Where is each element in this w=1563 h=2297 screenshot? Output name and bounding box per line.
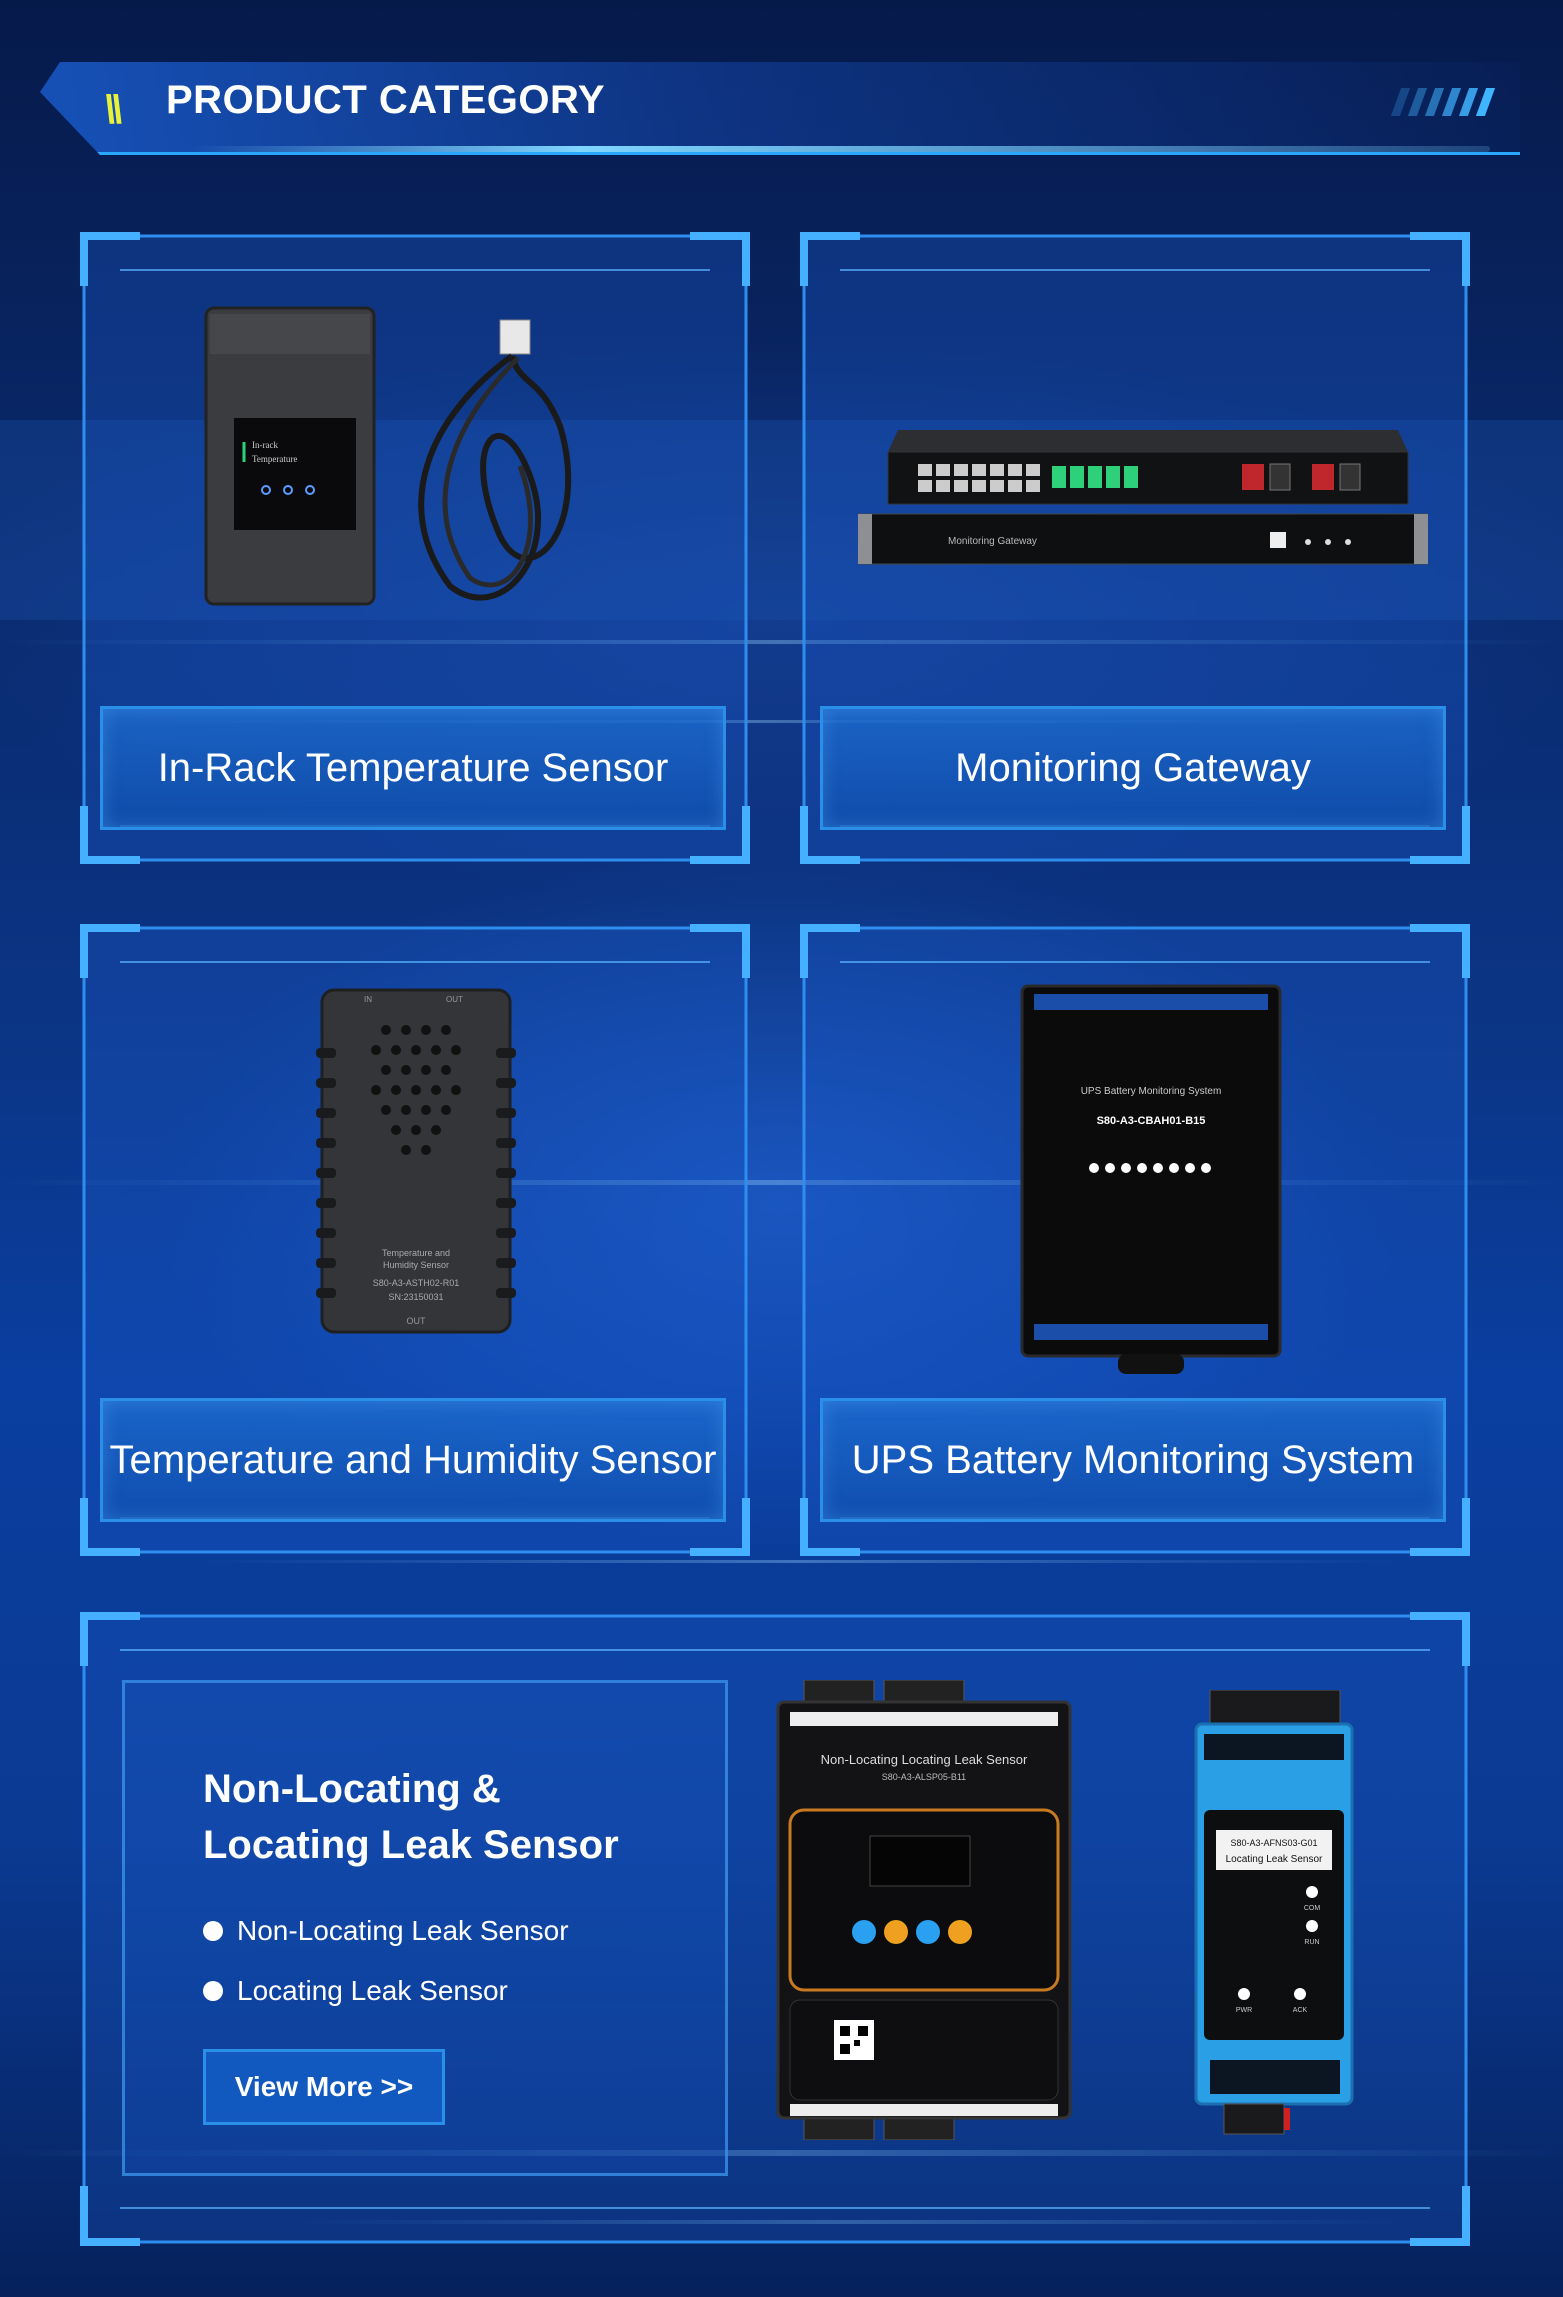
bullet-icon [203, 1981, 223, 2001]
device-text: In-rack [252, 440, 278, 450]
view-more-button[interactable]: View More >> [203, 2049, 445, 2125]
product-card-leak-sensor[interactable]: Non-Locating & Locating Leak Sensor Non-… [80, 1606, 1470, 2246]
list-item: Non-Locating Leak Sensor [203, 1915, 569, 1947]
device-text: Monitoring Gateway [948, 536, 1037, 547]
ups-battery-monitoring-system-image: UPS Battery Monitoring System S80-A3-CBA… [1020, 984, 1282, 1374]
device-text: PWR [1236, 2007, 1252, 2014]
double-slash-icon: \\ [104, 88, 122, 132]
product-card-ups-battery-monitoring-system[interactable]: UPS Battery Monitoring System S80-A3-CBA… [800, 918, 1470, 1556]
device-text: IN [364, 995, 372, 1004]
device-text: RUN [1304, 1939, 1319, 1946]
device-text: OUT [407, 1316, 427, 1326]
leak-info-panel: Non-Locating & Locating Leak Sensor Non-… [122, 1680, 728, 2176]
list-item-label: Locating Leak Sensor [237, 1975, 508, 2006]
stripes-decoration-icon [1390, 88, 1496, 116]
device-text: S80-A3-ALSP05-B11 [882, 1772, 966, 1782]
device-text: S80-A3-AFNS03-G01 [1230, 1838, 1317, 1848]
leak-title-line1: Non-Locating & [203, 1767, 501, 1811]
bullet-icon [203, 1921, 223, 1941]
product-card-monitoring-gateway[interactable]: Monitoring Gateway Monitoring Gateway [800, 226, 1470, 864]
device-text: S80-A3-ASTH02-R01 [373, 1278, 460, 1288]
list-item: Locating Leak Sensor [203, 1975, 508, 2007]
product-card-in-rack-temperature-sensor[interactable]: In-rack Temperature In-Rack Temperature … [80, 226, 750, 864]
device-text: Temperature and [382, 1248, 450, 1258]
device-text: UPS Battery Monitoring System [1081, 1086, 1222, 1097]
product-card-temperature-humidity-sensor[interactable]: IN OUT Temperature and Humidity Sensor S… [80, 918, 750, 1556]
product-card-label: In-Rack Temperature Sensor [100, 706, 726, 830]
header-glow-line [190, 146, 1490, 152]
monitoring-gateway-image: Monitoring Gateway [858, 430, 1428, 565]
list-item-label: Non-Locating Leak Sensor [237, 1915, 569, 1946]
product-card-label: Monitoring Gateway [820, 706, 1446, 830]
product-card-label: Temperature and Humidity Sensor [100, 1398, 726, 1522]
section-header: \\ PRODUCT CATEGORY [40, 62, 1520, 155]
page-title: PRODUCT CATEGORY [166, 78, 606, 122]
device-text: Humidity Sensor [383, 1260, 449, 1270]
non-locating-leak-sensor-image: Non-Locating Locating Leak Sensor S80-A3… [776, 1680, 1072, 2140]
leak-title-line2: Locating Leak Sensor [203, 1823, 619, 1867]
header-bar [40, 62, 1520, 155]
leak-title: Non-Locating & Locating Leak Sensor [203, 1761, 619, 1873]
in-rack-temperature-sensor-image: In-rack Temperature [204, 306, 572, 606]
temperature-humidity-sensor-image: IN OUT Temperature and Humidity Sensor S… [316, 988, 516, 1334]
device-text: OUT [446, 995, 463, 1004]
device-text: Temperature [252, 454, 297, 464]
device-text: COM [1304, 1905, 1321, 1912]
device-text: Locating Leak Sensor [1226, 1854, 1323, 1865]
device-text: Non-Locating Locating Leak Sensor [821, 1752, 1028, 1767]
locating-leak-sensor-image: S80-A3-AFNS03-G01 Locating Leak Sensor C… [1194, 1690, 1354, 2135]
product-card-label: UPS Battery Monitoring System [820, 1398, 1446, 1522]
device-text: S80-A3-CBAH01-B15 [1097, 1115, 1206, 1127]
device-text: ACK [1293, 2007, 1308, 2014]
device-text: SN:23150031 [388, 1292, 443, 1302]
